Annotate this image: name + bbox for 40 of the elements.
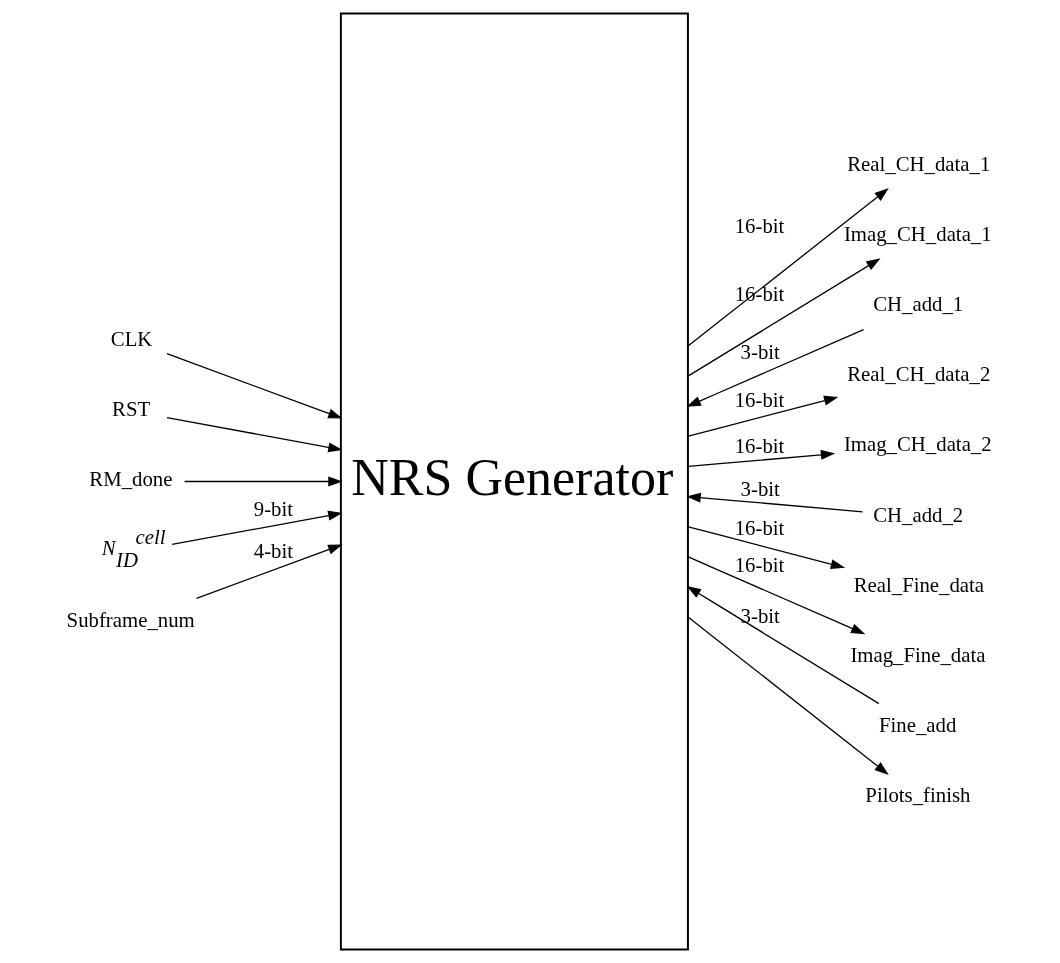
edge-label: 16-bit <box>734 553 785 577</box>
node-text: Real_Fine_data <box>853 572 985 596</box>
edge-label: 16-bit <box>734 388 785 412</box>
arrow <box>687 616 889 775</box>
node-box: NRS Generator <box>339 12 689 951</box>
node-text: CLK <box>110 327 153 351</box>
arrow <box>166 416 343 453</box>
arrow <box>687 188 889 347</box>
edge-label: 16-bit <box>734 433 785 457</box>
node-text: Pilots_finish <box>865 783 971 807</box>
edge-label: 16-bit <box>734 213 785 237</box>
edge-label: 9-bit <box>253 497 294 521</box>
edge-label: 3-bit <box>740 476 780 500</box>
arrow <box>687 449 836 468</box>
arrow <box>686 328 865 407</box>
node-text: RM_done <box>89 467 173 491</box>
node-text: Real_CH_data_2 <box>847 362 991 386</box>
node-text: Imag_CH_data_2 <box>843 432 992 456</box>
node-text: RST <box>112 397 151 421</box>
arrow <box>183 476 343 487</box>
arrow <box>687 258 881 377</box>
edge-label: 3-bit <box>740 340 780 364</box>
node-text: Fine_add <box>879 713 957 737</box>
arrow <box>686 492 864 513</box>
arrow <box>171 510 343 546</box>
node-text: Real_CH_data_1 <box>847 151 991 175</box>
arrow <box>166 353 343 419</box>
node-text: Imag_CH_data_1 <box>843 221 992 245</box>
arrow <box>687 526 846 570</box>
node-text: Subframe_num <box>66 607 195 631</box>
edge-label: 4-bit <box>253 538 294 562</box>
node-text: Imag_Fine_data <box>850 642 986 666</box>
arrow <box>687 395 839 437</box>
edge-label: 3-bit <box>740 603 780 627</box>
arrow <box>686 586 880 705</box>
arrow <box>195 544 343 600</box>
edge-label: 16-bit <box>734 515 785 539</box>
node-text: CH_add_1 <box>873 291 964 315</box>
arrow <box>687 556 866 635</box>
node-text: CH_add_2 <box>873 502 964 526</box>
